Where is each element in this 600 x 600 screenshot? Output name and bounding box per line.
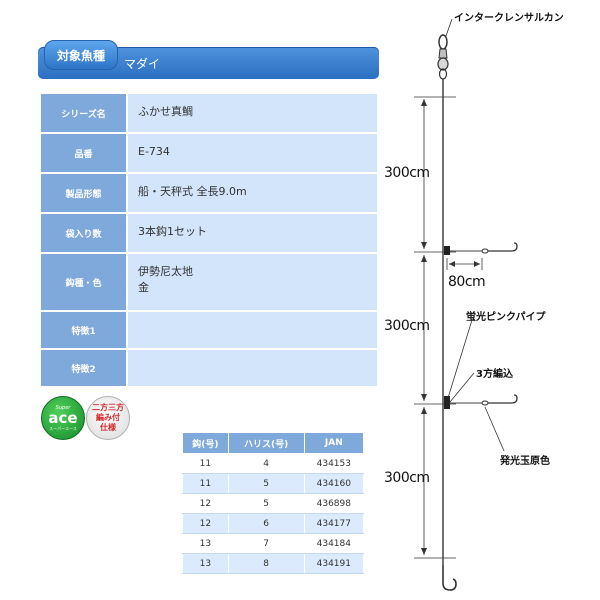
table-row: 12 6 434177 [182, 513, 365, 534]
spec-row-item-code: 品番 E-734 [41, 134, 377, 174]
spec-value: ふかせ真鯛 [128, 94, 377, 132]
spec-value: E-734 [128, 134, 377, 172]
cell-jan: 434153 [303, 453, 365, 474]
cell-harris: 8 [227, 553, 305, 574]
segment-3-length: 300cm [384, 470, 430, 486]
dimension-arrows [421, 99, 427, 555]
badge-3way-line2: 編み付 [96, 413, 120, 422]
branch-length: 80cm [448, 274, 486, 290]
cell-hook: 12 [182, 493, 229, 514]
super-ace-badge: Super ace スーパーエース [41, 396, 85, 440]
table-row: 12 5 436898 [182, 493, 365, 514]
badge-3way-line3: 仕様 [100, 423, 116, 432]
spec-row-product-form: 製品形態 船・天秤式 全長9.0m [41, 174, 377, 214]
cell-jan: 434160 [303, 473, 365, 494]
cell-harris: 7 [227, 533, 305, 554]
spec-label: 袋入り数 [41, 214, 128, 252]
header-harris-size: ハリス(号) [227, 432, 305, 454]
table-row: 13 7 434184 [182, 533, 365, 554]
badge-super-text: Super [55, 405, 71, 411]
badge-ace-text: ace [48, 409, 78, 427]
hook-type-name: 伊勢尼太地 [138, 265, 193, 278]
spec-row-hook-type: 鈎種・色 伊勢尼太地 金 [41, 254, 377, 312]
swivel-icon [437, 34, 449, 80]
spec-value: 船・天秤式 全長9.0m [128, 174, 377, 212]
bottom-hook-icon [442, 565, 457, 591]
header-hook-size: 鈎(号) [182, 432, 229, 454]
spec-label: 特徴1 [41, 312, 128, 348]
cell-hook: 11 [182, 473, 229, 494]
badge-ace-sub: スーパーエース [49, 426, 77, 431]
size-table: 鈎(号) ハリス(号) JAN 11 4 434153 11 5 434160 … [182, 432, 365, 574]
spec-value: 伊勢尼太地 金 [128, 254, 377, 310]
three-way-knit-badge: 二方三方 編み付 仕様 [86, 396, 130, 440]
size-table-header: 鈎(号) ハリス(号) JAN [182, 432, 365, 454]
spec-label: 品番 [41, 134, 128, 172]
cell-harris: 5 [227, 493, 305, 514]
header-jan: JAN [303, 432, 365, 454]
table-row: 11 4 434153 [182, 453, 365, 474]
spec-value [128, 312, 377, 348]
spec-label: 鈎種・色 [41, 254, 128, 310]
branch-1 [444, 242, 518, 255]
segment-2-length: 300cm [384, 318, 430, 334]
cell-jan: 434184 [303, 533, 365, 554]
table-row: 11 5 434160 [182, 473, 365, 494]
cell-hook: 13 [182, 533, 229, 554]
spec-table: シリーズ名 ふかせ真鯛 品番 E-734 製品形態 船・天秤式 全長9.0m 袋… [41, 94, 377, 388]
spec-label: シリーズ名 [41, 94, 128, 132]
spec-row-feature2: 特徴2 [41, 350, 377, 388]
target-fish-value: マダイ [124, 56, 161, 71]
cell-hook: 11 [182, 453, 229, 474]
spec-row-pack-count: 袋入り数 3本鈎1セット [41, 214, 377, 254]
swivel-label: インタークレンサルカン [454, 13, 564, 24]
cell-harris: 4 [227, 453, 305, 474]
branch-2 [444, 394, 518, 409]
cell-harris: 6 [227, 513, 305, 534]
knot-label: 3方編込 [476, 369, 513, 380]
table-row: 13 8 434191 [182, 553, 365, 574]
spec-row-feature1: 特徴1 [41, 312, 377, 350]
rig-diagram-drawing [414, 18, 518, 591]
callout-pointers [447, 319, 505, 452]
cell-jan: 434177 [303, 513, 365, 534]
hook-color: 金 [138, 281, 149, 294]
swivel-pointer [445, 18, 453, 37]
spec-value: 3本鈎1セット [128, 214, 377, 252]
pipe-label: 蛍光ピンクパイプ [466, 312, 546, 323]
cell-harris: 5 [227, 473, 305, 494]
cell-jan: 434191 [303, 553, 365, 574]
target-fish-tab: 対象魚種 [44, 40, 118, 70]
segment-1-length: 300cm [384, 165, 430, 181]
rig-diagram: インタークレンサルカン 300cm 80cm 300cm 蛍光ピンクパイプ 3方… [384, 0, 600, 600]
cell-hook: 13 [182, 553, 229, 574]
cell-jan: 436898 [303, 493, 365, 514]
badge-3way-line1: 二方三方 [92, 403, 124, 412]
spec-label: 特徴2 [41, 350, 128, 386]
cell-hook: 12 [182, 513, 229, 534]
bead-label: 発光玉原色 [500, 456, 550, 467]
spec-row-series: シリーズ名 ふかせ真鯛 [41, 94, 377, 134]
spec-label: 製品形態 [41, 174, 128, 212]
spec-value [128, 350, 377, 386]
